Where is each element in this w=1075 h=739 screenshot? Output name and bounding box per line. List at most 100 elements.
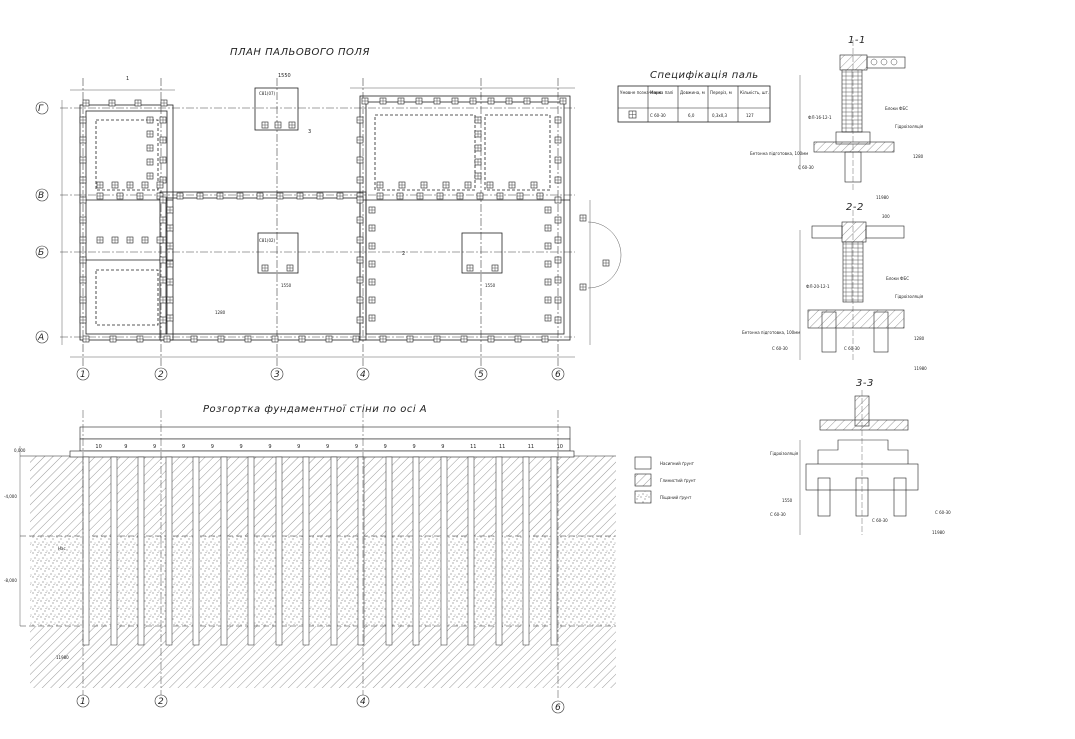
pile-symbol	[79, 316, 87, 324]
pile-symbol	[474, 116, 482, 124]
pile-symbol	[82, 335, 90, 343]
pile-symbol	[296, 192, 304, 200]
unfold-pile	[495, 456, 503, 646]
unfold-cap-number: 9	[441, 444, 444, 450]
axis-num-3: 3	[274, 370, 280, 380]
section-1-1: 1-1 Блоки ФБС Гідроізоляція ФЛ-16-12-1 Б…	[750, 35, 924, 200]
pile-symbol	[146, 130, 154, 138]
pile-symbol	[508, 181, 516, 189]
pile-plan: ПЛАН ПАЛЬОВОГО ПОЛЯ	[35, 47, 622, 381]
room-a-level: 1550	[281, 283, 292, 288]
s33-pile-1: С 60-30	[770, 512, 786, 517]
pile-symbol	[368, 224, 376, 232]
pile-symbol	[96, 192, 104, 200]
pile-symbol	[379, 335, 387, 343]
unfold-cap-number: 9	[355, 444, 358, 450]
pile-symbol	[544, 260, 552, 268]
unfold-pile	[467, 456, 475, 646]
pile-symbol	[79, 196, 87, 204]
pile-symbol	[379, 97, 387, 105]
unfold-level-bottom: 11980	[56, 655, 69, 660]
room-a-pile: С81(02)	[259, 238, 276, 243]
pile-symbol	[166, 242, 174, 250]
pile-symbol	[82, 99, 90, 107]
pile-symbol	[579, 214, 587, 222]
pile-symbol	[286, 264, 294, 272]
unfold-pile	[440, 456, 448, 646]
unfold-pile	[330, 456, 338, 646]
unfold-axis-6: 6	[555, 703, 561, 713]
plan-axis-numbers: 1 2 3 4 5 6	[76, 367, 565, 381]
pile-symbol	[166, 314, 174, 322]
s11-block-label: Блоки ФБС	[885, 106, 908, 111]
legend-label-clay: Глинистий ґрунт	[660, 478, 696, 483]
unfold-pile	[275, 456, 283, 646]
pile-symbol	[196, 192, 204, 200]
pile-symbol	[554, 156, 562, 164]
unfold-pile	[220, 456, 228, 646]
pile-symbol	[356, 156, 364, 164]
pile-symbol	[261, 121, 269, 129]
pile-symbol	[146, 172, 154, 180]
pile-symbol	[514, 335, 522, 343]
pile-symbol	[146, 144, 154, 152]
pile-symbol	[190, 335, 198, 343]
pile-symbol	[486, 181, 494, 189]
pile-symbol	[159, 316, 167, 324]
pile-symbol	[368, 242, 376, 250]
pile-symbol	[474, 158, 482, 166]
unfold-pile	[137, 456, 145, 646]
pile-symbol	[136, 192, 144, 200]
pile-symbol	[368, 314, 376, 322]
pile-symbol	[416, 192, 424, 200]
unfold-cap-number: 9	[326, 444, 329, 450]
pile-symbol	[559, 97, 567, 105]
s11-fl-label: ФЛ-16-12-1	[808, 115, 832, 120]
unfold-cap-number: 9	[124, 444, 127, 450]
pile-symbol	[79, 216, 87, 224]
unfold-level-low: -8,000	[4, 578, 17, 583]
plan-bottom-level: 1280	[215, 310, 226, 315]
pile-symbol	[134, 99, 142, 107]
cut-mark-22: 2	[402, 251, 405, 257]
cut-mark-33: 3	[308, 129, 311, 135]
pile-symbol	[79, 276, 87, 284]
unfold-cap-number: 9	[211, 444, 214, 450]
pile-symbol	[536, 192, 544, 200]
pile-symbol	[159, 276, 167, 284]
room-b-level: 1550	[485, 283, 496, 288]
pile-symbol	[544, 242, 552, 250]
axis-letter-b: Б	[38, 248, 44, 258]
pile-symbol	[126, 236, 134, 244]
pile-symbol	[491, 264, 499, 272]
s11-level-2: 11980	[876, 195, 889, 200]
spec-table: Специфікація паль Умовне позначення Марк…	[617, 69, 771, 123]
pile-symbol	[579, 283, 587, 291]
pile-symbol	[602, 259, 610, 267]
pile-symbol	[166, 206, 174, 214]
unfold-pile	[247, 456, 255, 646]
pile-symbol	[356, 116, 364, 124]
pile-symbol	[146, 116, 154, 124]
unfold-cap-number: 10	[95, 444, 101, 450]
pile-symbol	[396, 192, 404, 200]
unfold-cap-number: 11	[528, 444, 534, 450]
unfold-cap-number: 11	[470, 444, 476, 450]
legend-label-fill: Насипний ґрунт	[660, 461, 695, 466]
unfold-axis-1: 1	[80, 697, 86, 707]
s22-pile-1: С 60-30	[772, 346, 788, 351]
unfold-soil-fill: Нас	[58, 546, 66, 551]
pile-symbol	[288, 121, 296, 129]
pile-symbol	[159, 136, 167, 144]
pile-symbol	[141, 181, 149, 189]
s22-dim: 300	[882, 214, 890, 219]
pile-symbol	[111, 236, 119, 244]
section-3-3: 3-3 Гідроізоляція 1550 С 60-30 С 60-30 С…	[770, 378, 951, 535]
s22-fl-label: ФЛ-20-12-1	[806, 284, 830, 289]
pile-symbol	[544, 278, 552, 286]
unfold-cap-number: 9	[182, 444, 185, 450]
legend-label-sand: Піщаний ґрунт	[660, 495, 692, 500]
unfold-pile	[110, 456, 118, 646]
pile-symbol	[79, 136, 87, 144]
